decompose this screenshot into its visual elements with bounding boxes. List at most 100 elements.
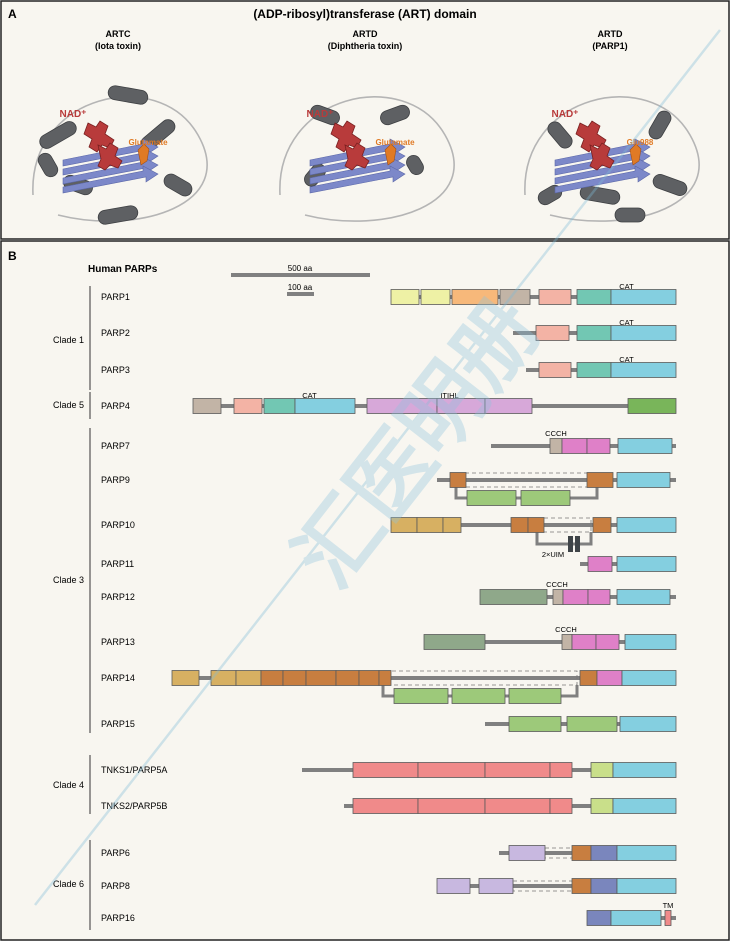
protein-row-parp15: PARP15 [101, 716, 677, 732]
domain-arc [549, 762, 573, 778]
domain-wwe [587, 589, 611, 605]
domain-rrm [210, 670, 237, 686]
domain-kh [510, 517, 529, 533]
insert-linker [535, 532, 593, 546]
domain-sam [590, 762, 614, 778]
clade-label-3: Clade 3 [53, 575, 84, 585]
coil-loop [279, 96, 455, 222]
structure-subtitle: (PARP1) [592, 41, 627, 51]
domain-wwe [561, 438, 588, 454]
domain-art [610, 362, 677, 378]
domain-hd [576, 289, 612, 305]
domain-arc [417, 762, 486, 778]
domain-arc [664, 910, 672, 926]
structure-1: ARTC(Iota toxin)NAD⁺Glutamate [32, 29, 208, 225]
domain-zn2 [420, 289, 451, 305]
domain-rrm [235, 670, 262, 686]
structure-subtitle: (Iota toxin) [95, 41, 141, 51]
protein-name: PARP8 [101, 881, 130, 891]
catalytic-residue [629, 143, 642, 166]
domain-art [610, 289, 677, 305]
structure-name: ARTC [106, 29, 131, 39]
domain-brct [552, 589, 564, 605]
domain-wwe [595, 634, 620, 650]
domain-rwd [436, 878, 471, 894]
domain-kh [282, 670, 307, 686]
domain-art [616, 589, 671, 605]
domain-wwe [587, 556, 613, 572]
helix [97, 205, 139, 225]
protein-row-parp12: PARP12 CCCH [101, 580, 676, 605]
domain-art [616, 517, 677, 533]
protein-name: PARP16 [101, 913, 135, 923]
residue-label: Glu988 [627, 138, 654, 147]
protein-name: TNKS2/PARP5B [101, 801, 167, 811]
domain-wwe [562, 589, 589, 605]
structure-2: ARTD(Diphtheria toxin)NAD⁺Glutamate [279, 29, 455, 222]
cat-label: CAT [619, 318, 634, 327]
cat-label: CAT [619, 355, 634, 364]
uim-motif [568, 536, 573, 552]
protein-row-parp3: PARP3 CAT [101, 355, 677, 378]
panel-a-title: (ADP-ribosyl)transferase (ART) domain [253, 7, 476, 21]
nad-label: NAD⁺ [60, 109, 87, 120]
panel-b-letter: B [8, 249, 17, 263]
domain-rrm [442, 517, 462, 533]
protein-name: PARP7 [101, 441, 130, 451]
scale-500-label: 500 aa [288, 264, 313, 273]
clade-label-4: Clade 4 [53, 780, 84, 790]
domain-wgr [538, 362, 572, 378]
protein-row-tnks1-parp5a: TNKS1/PARP5A [101, 762, 677, 778]
uim-motif [575, 536, 580, 552]
helix [163, 173, 193, 197]
helix [380, 104, 410, 126]
domain-kh [358, 670, 380, 686]
scale-100-label: 100 aa [288, 283, 313, 292]
domain-kh [335, 670, 360, 686]
domain-art [624, 634, 677, 650]
domain-wgr [535, 325, 570, 341]
protein-row-parp9: PARP9 [101, 472, 676, 506]
domain-arc [484, 798, 551, 814]
protein-name: PARP12 [101, 592, 135, 602]
protein-name: PARP9 [101, 475, 130, 485]
protein-name: PARP6 [101, 848, 130, 858]
domain-zn1 [390, 289, 420, 305]
domain-hd [263, 398, 296, 414]
helix [37, 152, 59, 178]
protein-name: PARP3 [101, 365, 130, 375]
domain-brct [499, 289, 531, 305]
beta-strand [554, 165, 651, 194]
domain-c4 [571, 845, 592, 861]
domain-arc [417, 798, 486, 814]
protein-row-parp8: PARP8 [101, 878, 677, 894]
protein-name: PARP11 [101, 559, 134, 569]
helix [406, 155, 424, 175]
domain-he [590, 845, 618, 861]
domain-kh [449, 472, 467, 488]
domain-mvpid [627, 398, 677, 414]
helix [648, 110, 672, 140]
structure-name: ARTD [598, 29, 623, 39]
structure-3: ARTD(PARP1)NAD⁺Glu988 [524, 29, 700, 223]
protein-row-parp11: PARP11 [101, 556, 677, 572]
watermark-line [34, 29, 721, 906]
domain-c4 [571, 878, 592, 894]
domain-art [619, 716, 677, 732]
domain-macro [520, 490, 571, 506]
domain-kh [592, 517, 612, 533]
coil-loop [32, 96, 208, 222]
clade-label-1: Clade 1 [53, 335, 84, 345]
ccch-label: CCCH [546, 580, 568, 589]
domain-nzap [479, 589, 548, 605]
structure-name: ARTD [353, 29, 378, 39]
domain-art [616, 845, 677, 861]
protein-name: TNKS1/PARP5A [101, 765, 167, 775]
domain-wwe [596, 670, 623, 686]
helix [107, 85, 149, 105]
